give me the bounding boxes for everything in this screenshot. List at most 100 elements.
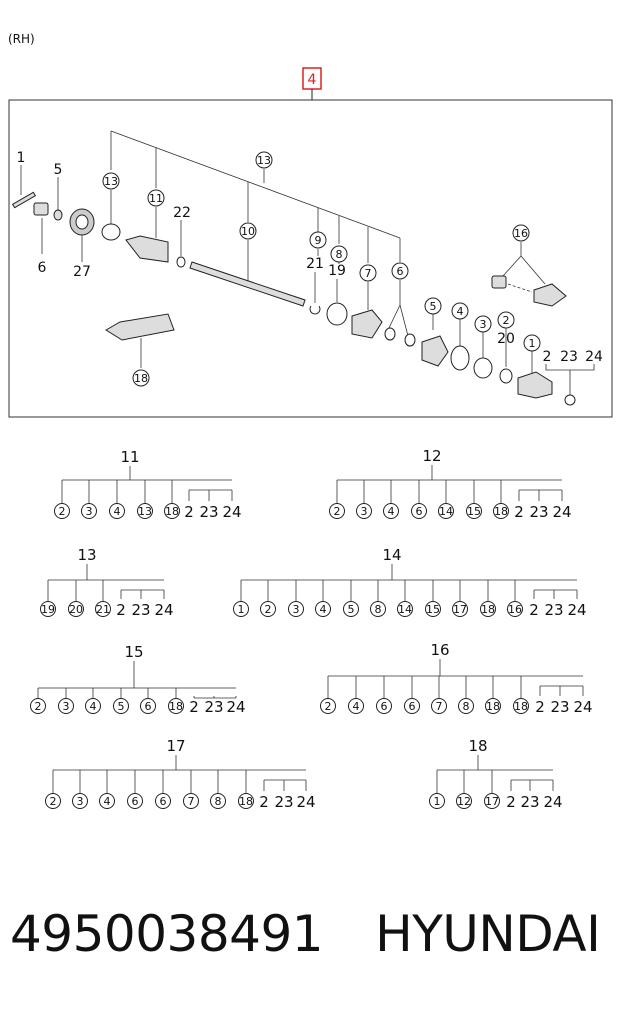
- tree-node-label: 6: [145, 700, 152, 713]
- tree-node-circle: [411, 503, 427, 519]
- leader-lines: [20, 130, 595, 396]
- tree-node-label: 4: [114, 505, 121, 518]
- tree-node-label: 16: [508, 603, 522, 616]
- tree-node-label: 24: [154, 601, 173, 619]
- tree-node-label: 18: [165, 505, 179, 518]
- tree-node-circle: [95, 601, 111, 617]
- tree-title: 17: [166, 737, 185, 755]
- tree-title: 16: [430, 641, 449, 659]
- brand-name: HYUNDAI: [375, 905, 601, 963]
- tree-node-circle: [127, 793, 143, 809]
- ring-3-part: [473, 357, 493, 379]
- tree-node-label: 15: [426, 603, 440, 616]
- tree-node-label: 24: [567, 601, 586, 619]
- tree-node-circle: [383, 503, 399, 519]
- tree-node-label: 14: [398, 603, 412, 616]
- tree-node-label: 23: [199, 503, 218, 521]
- tree-node-circle: [513, 698, 529, 714]
- tree-node-label: 18: [514, 700, 528, 713]
- tree-node-label: 5: [118, 700, 125, 713]
- tree-node-label: 23: [550, 698, 569, 716]
- tree-node-label: 8: [463, 700, 470, 713]
- tree-title: 11: [120, 448, 139, 466]
- tree-node-circle: [431, 698, 447, 714]
- callout-13b: 13: [257, 154, 271, 167]
- tree-node-label: 24: [226, 698, 245, 716]
- callout-3: 3: [480, 318, 487, 331]
- callout-9: 9: [315, 234, 322, 247]
- tree-node-circle: [68, 601, 84, 617]
- callout-16: 16: [514, 227, 528, 240]
- tree-node-circle: [210, 793, 226, 809]
- tree-node-label: 2: [334, 505, 341, 518]
- tree-node-label: 23: [204, 698, 223, 716]
- tree-title: 14: [382, 546, 401, 564]
- tree-node-circle: [343, 601, 359, 617]
- tree-node-label: 2: [259, 793, 269, 811]
- tree-node-circle: [397, 601, 413, 617]
- tree-node-circle: [438, 503, 454, 519]
- tree-node-circle: [370, 601, 386, 617]
- tree-node-circle: [429, 793, 445, 809]
- tree-node-label: 6: [416, 505, 423, 518]
- clip-part: [176, 256, 186, 268]
- tree-node-circle: [404, 698, 420, 714]
- tree-node-label: 23: [544, 601, 563, 619]
- circlip-part: [309, 305, 321, 315]
- callout-8: 8: [336, 248, 343, 261]
- tree-node-circle: [58, 698, 74, 714]
- tree-node-label: 6: [409, 700, 416, 713]
- tree-node-label: 5: [348, 603, 355, 616]
- shaft-part: [189, 261, 306, 307]
- tree-node-label: 24: [543, 793, 562, 811]
- tree-node-circle: [356, 503, 372, 519]
- tree-node-label: 23: [520, 793, 539, 811]
- tree-node-circle: [484, 793, 500, 809]
- callout-6: 6: [38, 260, 47, 276]
- tree-title: 12: [422, 447, 441, 465]
- tree-node-circle: [233, 601, 249, 617]
- tree-node-circle: [40, 601, 56, 617]
- tree-node-label: 2: [265, 603, 272, 616]
- callout-5: 5: [54, 162, 63, 178]
- tree-node-circle: [320, 698, 336, 714]
- callout-22: 22: [173, 205, 191, 221]
- tree-node-label: 3: [293, 603, 300, 616]
- callout-1b: 1: [529, 337, 536, 350]
- tree-node-label: 12: [457, 795, 471, 808]
- tree-node-label: 8: [375, 603, 382, 616]
- callout-6b: 6: [397, 265, 404, 278]
- tree-node-label: 2: [35, 700, 42, 713]
- tree-node-label: 24: [222, 503, 241, 521]
- parts-drawing: [11, 191, 576, 406]
- inner-boot-part: [421, 335, 449, 367]
- tree-node-circle: [315, 601, 331, 617]
- tree-node-label: 24: [552, 503, 571, 521]
- tree-node-circle: [260, 601, 276, 617]
- part-number: 4950038491: [10, 905, 324, 963]
- tree-node-circle: [168, 698, 184, 714]
- tree-node-circle: [72, 793, 88, 809]
- tree-node-circle: [85, 698, 101, 714]
- bolt-part: [11, 191, 37, 209]
- tree-node-circle: [480, 601, 496, 617]
- tree-node-label: 14: [439, 505, 453, 518]
- tree-node-label: 3: [86, 505, 93, 518]
- tree-node-label: 2: [529, 601, 539, 619]
- tree-node-label: 6: [160, 795, 167, 808]
- tree-node-circle: [113, 698, 129, 714]
- joint-16-small-part: [491, 275, 507, 289]
- callout-27: 27: [73, 264, 91, 280]
- tree-node-label: 24: [296, 793, 315, 811]
- callout-20: 20: [497, 331, 515, 347]
- callout-4: 4: [457, 305, 464, 318]
- tree-node-label: 3: [77, 795, 84, 808]
- callout-23: 23: [560, 349, 578, 365]
- parts-diagram: 4: [8, 67, 613, 811]
